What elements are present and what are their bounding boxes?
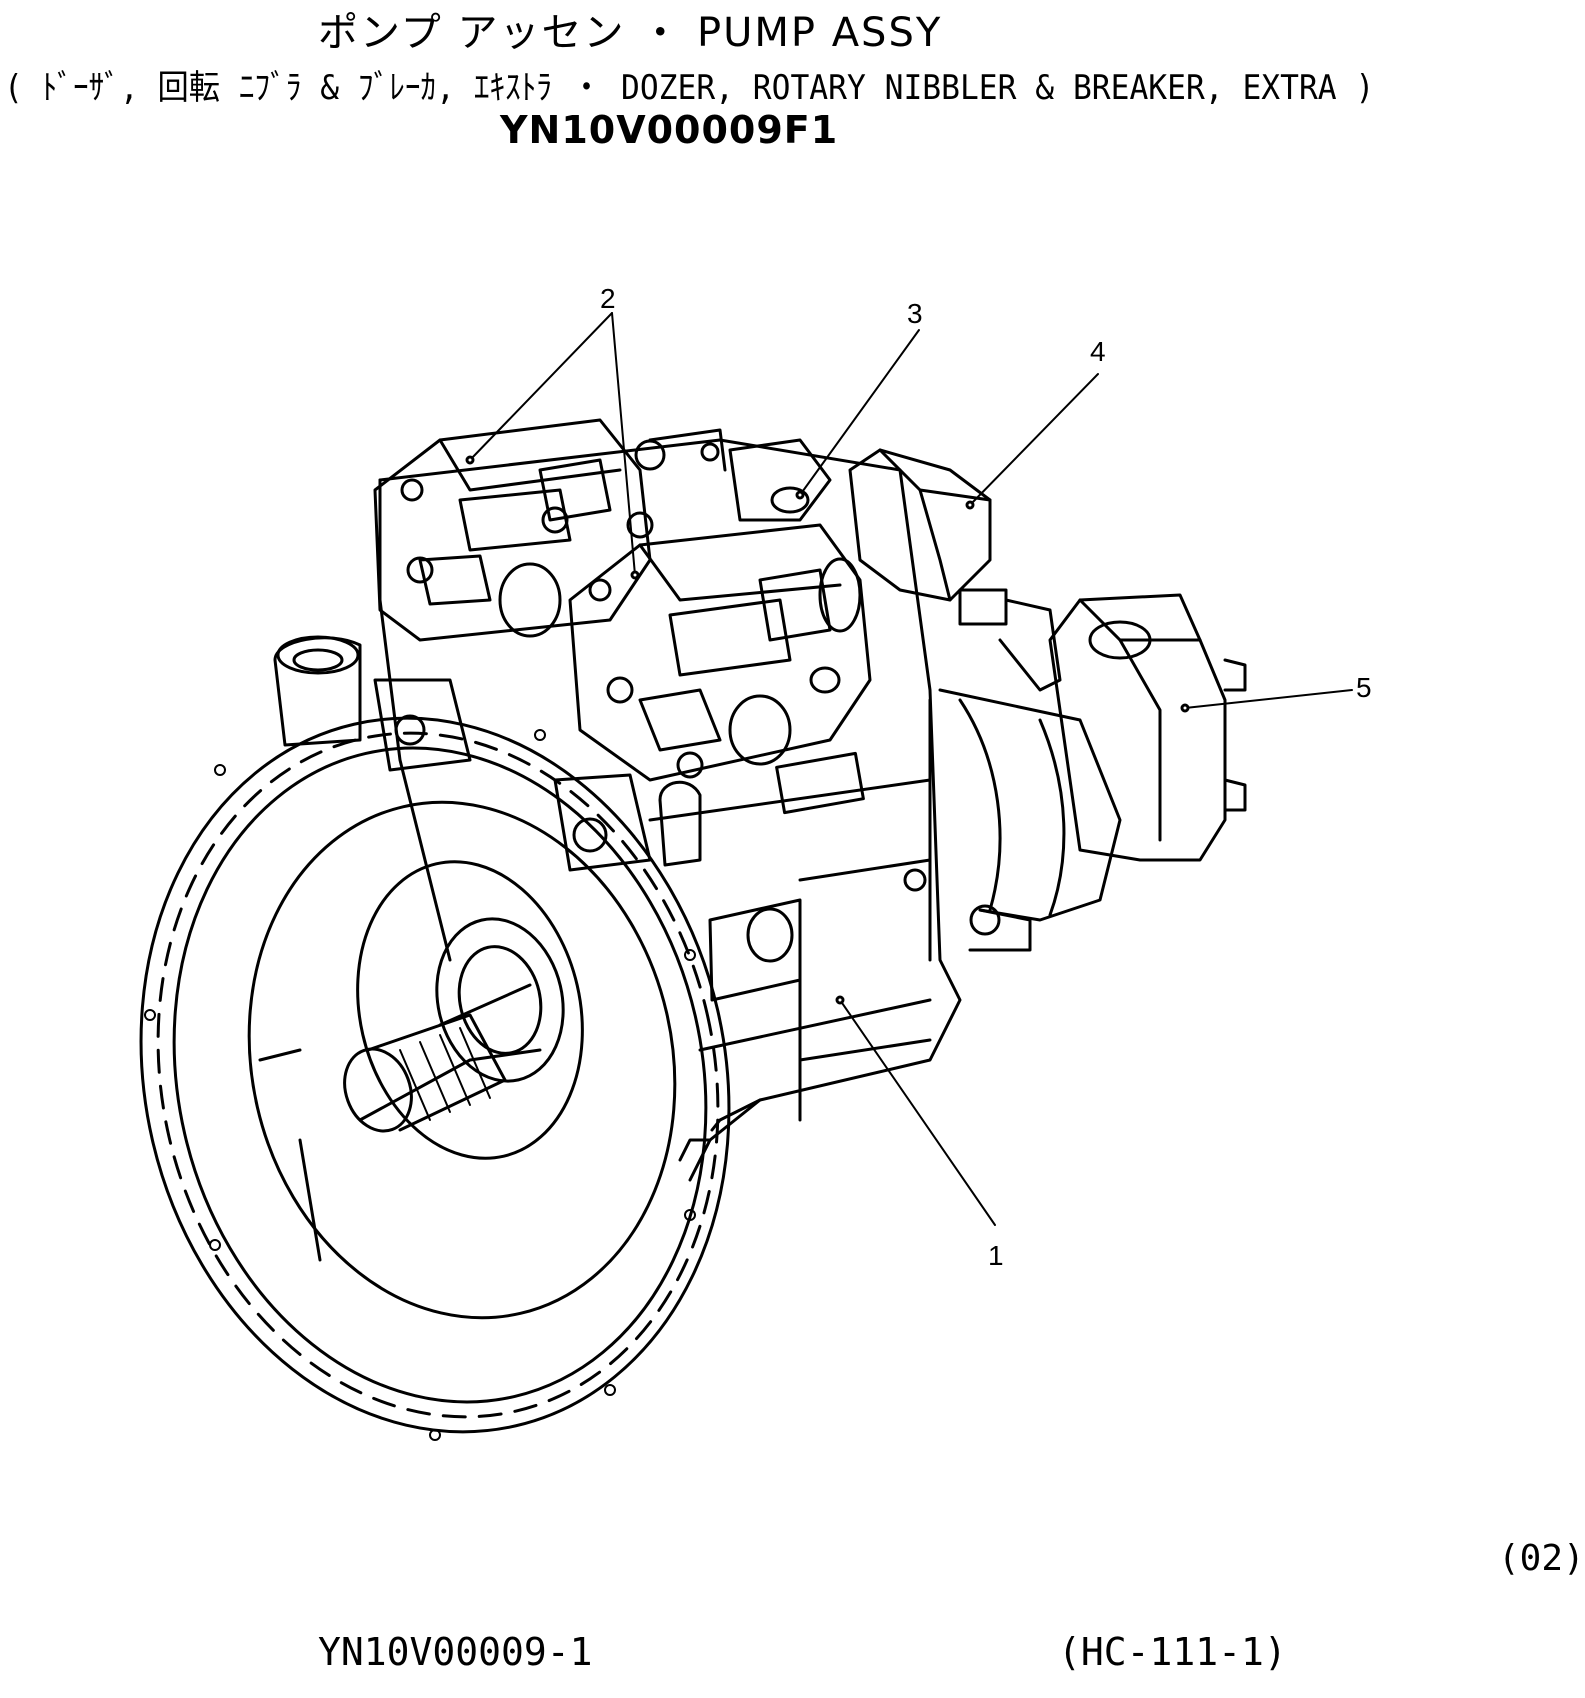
mounting-flange (139, 716, 731, 1441)
gear-pump-outline (1048, 593, 1247, 862)
callout-5: 5 (1356, 672, 1372, 703)
figure-id: YN10V00009-1 (318, 1630, 593, 1674)
drive-shaft (258, 860, 584, 1262)
callout-4: 4 (1090, 336, 1106, 367)
part-code: YN10V00009F1 (500, 108, 839, 152)
page-number: (02) (1498, 1538, 1585, 1579)
control-valve-front (568, 523, 872, 782)
diagram-title: ポンプ アッセン ・ PUMP ASSY (318, 10, 943, 56)
pilot-port (648, 428, 832, 522)
callout-1: 1 (988, 1240, 1004, 1271)
callout-2: 2 (600, 283, 616, 314)
callout-leaders (465, 312, 1353, 1226)
regulator-block (848, 448, 1062, 692)
callout-3: 3 (907, 298, 923, 329)
figure-reference: (HC-111-1) (1058, 1630, 1287, 1674)
pump-body-center (928, 688, 1122, 962)
diagram-subtitle: ( ﾄﾞｰｻﾞ, 回転 ﾆﾌﾞﾗ & ﾌﾞﾚｰｶ, ｴｷｽﾄﾗ ・ DOZER,… (4, 68, 1375, 108)
